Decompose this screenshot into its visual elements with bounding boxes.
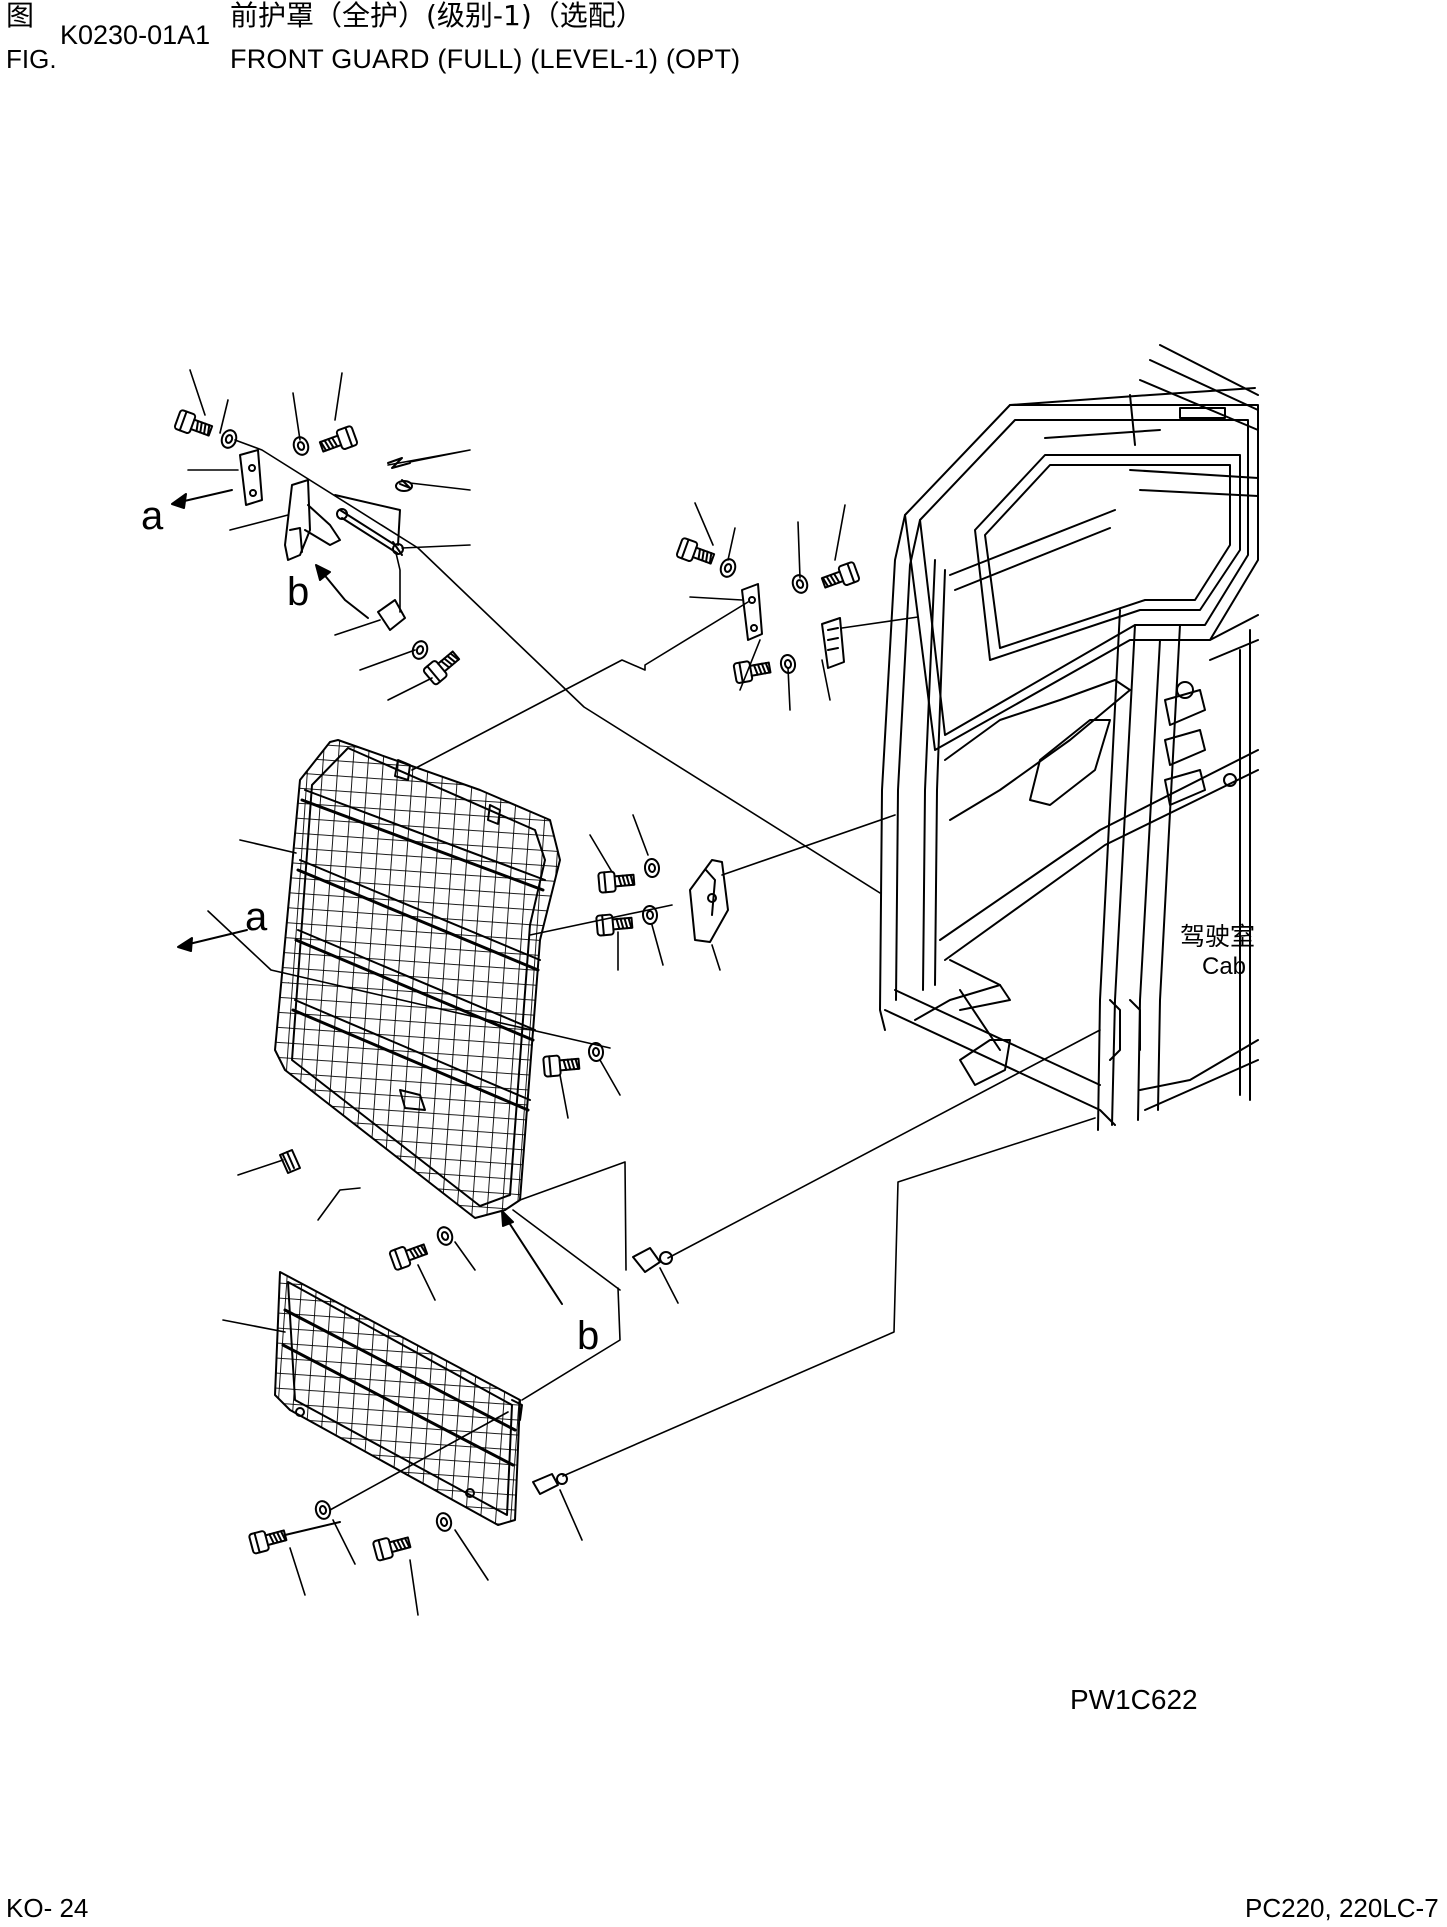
model-number: PC220, 220LC-7 <box>1245 1893 1439 1923</box>
upper-right-hinge <box>675 536 861 685</box>
view-marker-b-upper: b <box>287 570 310 614</box>
fig-label-en: FIG. <box>6 44 57 74</box>
cab-frame <box>880 345 1258 1130</box>
view-marker-a-upper: a <box>141 494 164 538</box>
lower-mesh-guard <box>275 1272 522 1525</box>
callout-leaders <box>188 370 845 1615</box>
fig-number: K0230-01A1 <box>60 20 211 50</box>
page-number: KO- 24 <box>6 1893 89 1923</box>
fig-label-cn: 图 <box>6 0 35 32</box>
upper-mesh-guard <box>275 740 560 1218</box>
page-title-cn: 前护罩（全护）(级别-1)（选配） <box>230 0 644 32</box>
page-title-en: FRONT GUARD (FULL) (LEVEL-1) (OPT) <box>230 44 741 74</box>
middle-bracket <box>280 857 728 1173</box>
lower-fasteners <box>247 1224 672 1562</box>
view-marker-a-middle: a <box>245 895 268 939</box>
upper-hinge-assembly <box>173 408 464 687</box>
assembly-lines <box>208 440 1100 1510</box>
cab-label-en: Cab <box>1202 953 1247 980</box>
drawing-number: PW1C622 <box>1070 1684 1198 1715</box>
view-marker-b-lower: b <box>577 1314 600 1358</box>
cab-label-cn: 驾驶室 <box>1180 922 1256 951</box>
view-arrows <box>172 490 562 1304</box>
